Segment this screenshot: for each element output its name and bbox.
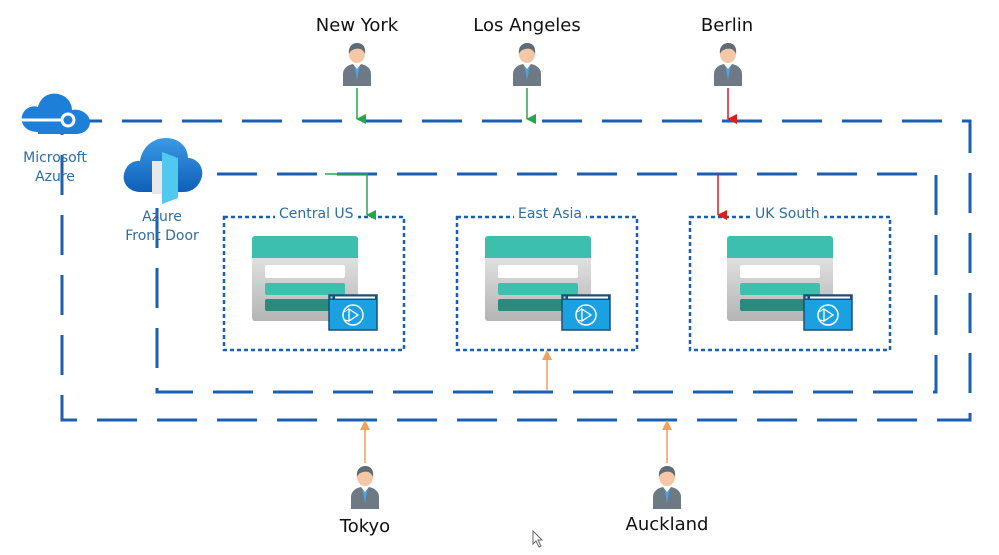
user-icon-auckland xyxy=(653,466,681,509)
web-app-icon xyxy=(803,294,853,331)
user-icon-los-angeles xyxy=(513,43,541,86)
region-label-uk-south: UK South xyxy=(751,206,824,222)
azure-label-line1: Microsoft xyxy=(23,150,87,166)
region-label-east-asia: East Asia xyxy=(514,206,586,222)
city-new-york: New York xyxy=(315,15,399,36)
azure-boundary xyxy=(60,119,972,422)
mouse-cursor xyxy=(532,529,544,548)
front-door-label-line2: Front Door xyxy=(125,228,199,244)
azure-label-line2: Azure xyxy=(35,169,75,185)
user-icon-berlin xyxy=(714,43,742,86)
web-app-icon xyxy=(561,294,611,331)
front-door-boundary xyxy=(155,172,938,394)
front-door-label-line1: Azure xyxy=(142,209,182,225)
user-icon-tokyo xyxy=(351,466,379,509)
user-icon-new-york xyxy=(343,43,371,86)
city-berlin: Berlin xyxy=(700,15,754,36)
front-door-icon xyxy=(123,138,203,204)
app-service-icon xyxy=(252,236,378,331)
front-door-label: Azure Front Door xyxy=(102,208,222,246)
app-service-icon xyxy=(727,236,853,331)
azure-cloud-icon xyxy=(20,93,90,134)
region-central-us xyxy=(222,215,406,352)
arrow-fd-central-us xyxy=(325,173,376,220)
city-tokyo: Tokyo xyxy=(339,516,391,537)
azure-label: Microsoft Azure xyxy=(0,149,115,187)
region-label-central-us: Central US xyxy=(275,206,358,222)
web-app-icon xyxy=(328,294,378,331)
app-service-icon xyxy=(485,236,611,331)
city-auckland: Auckland xyxy=(625,514,709,535)
city-los-angeles: Los Angeles xyxy=(473,15,581,36)
